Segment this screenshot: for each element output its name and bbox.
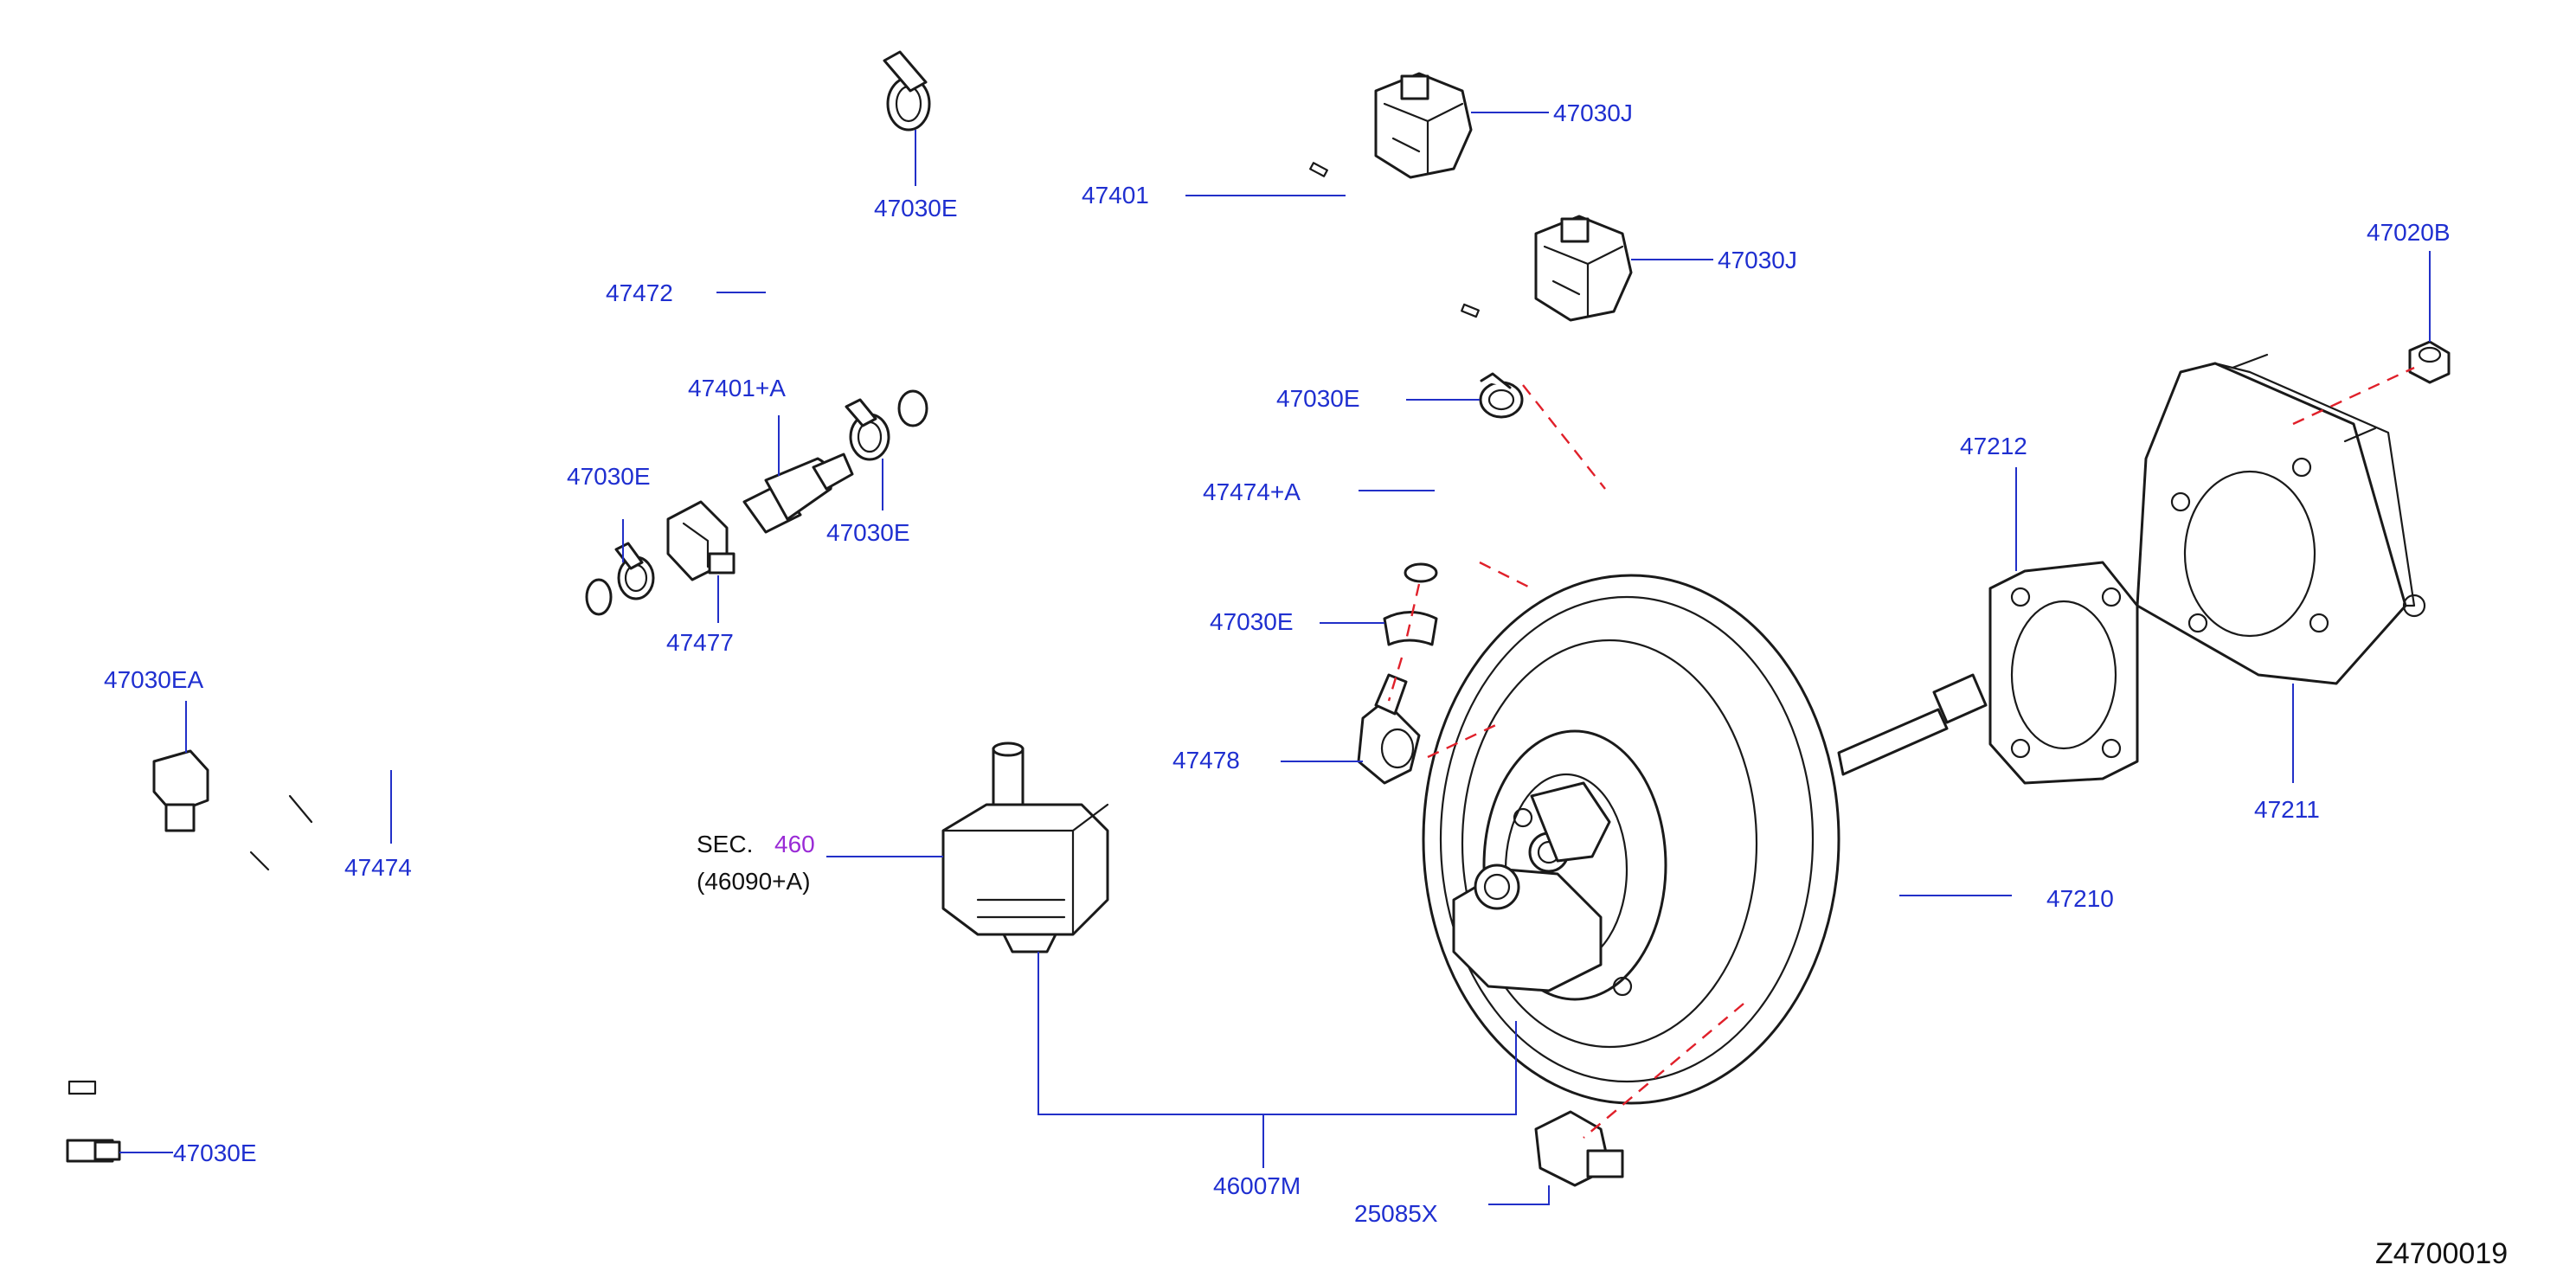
nut-47020B: [2408, 340, 2451, 384]
clamp-47030E-mid: [845, 398, 890, 461]
label-47210: 47210: [2046, 885, 2114, 912]
clamp-47030E-center: [1383, 611, 1438, 646]
reservoir-460: [941, 742, 1109, 953]
label-47030E-left: 47030E: [567, 463, 651, 490]
label-47472: 47472: [606, 279, 673, 306]
label-47030E-top: 47030E: [874, 195, 958, 221]
brake-booster-47210: [1422, 574, 1988, 1105]
label-47478: 47478: [1172, 747, 1240, 774]
label-47212: 47212: [1960, 433, 2027, 459]
sensor-25085X: [1534, 1110, 1624, 1187]
fitting-47478: [1357, 673, 1421, 785]
part-labels: 47030J 47030J 47401 47030E 47472 47401+A…: [104, 100, 2508, 1270]
clamp-47030E-bottom: [66, 1139, 121, 1163]
label-46007M: 46007M: [1213, 1172, 1301, 1199]
assembly-dashed-lines: [1387, 366, 2415, 1139]
label-sec-sub: (46090+A): [697, 868, 811, 895]
label-47030J-b: 47030J: [1718, 247, 1797, 273]
label-47030E-clamp: 47030E: [1276, 385, 1360, 412]
label-47020B: 47020B: [2367, 219, 2451, 246]
label-47474A: 47474+A: [1203, 478, 1301, 505]
clamp-47030E-top: [883, 50, 931, 132]
leader-lines: [119, 112, 2431, 1205]
hose-47474A: [1403, 429, 1476, 587]
label-47211: 47211: [2254, 796, 2320, 823]
clip-47030J-a: [1374, 72, 1473, 179]
clip-47030J-b: [1534, 215, 1633, 322]
plate-47211: [2136, 353, 2426, 685]
label-47030E-center: 47030E: [1210, 608, 1294, 635]
clamp-47030E-left: [614, 542, 655, 600]
label-47474: 47474: [344, 854, 412, 881]
label-sec-number: 460: [774, 831, 815, 857]
label-47401: 47401: [1082, 182, 1149, 209]
label-47401A: 47401+A: [688, 375, 786, 401]
clamp-47030E-upper-right: [1479, 372, 1524, 419]
clip-47030EA: [152, 749, 209, 832]
label-47030J-a: 47030J: [1553, 100, 1633, 126]
label-47477: 47477: [666, 629, 734, 656]
bracket-47477: [666, 500, 736, 581]
vacuum-pipe-47401: [933, 29, 1660, 478]
label-25085X: 25085X: [1354, 1200, 1438, 1227]
diagram-code: Z4700019: [2375, 1237, 2508, 1270]
gasket-47212: [1988, 561, 2139, 785]
label-47030E-bottom: 47030E: [173, 1140, 257, 1166]
hose-47472: [752, 104, 1012, 427]
check-valve-47401A: [742, 453, 854, 534]
hose-47474: [57, 578, 613, 1111]
label-47030EA: 47030EA: [104, 666, 204, 693]
label-47030E-mid: 47030E: [826, 519, 910, 546]
label-sec-prefix: SEC.: [697, 831, 753, 857]
